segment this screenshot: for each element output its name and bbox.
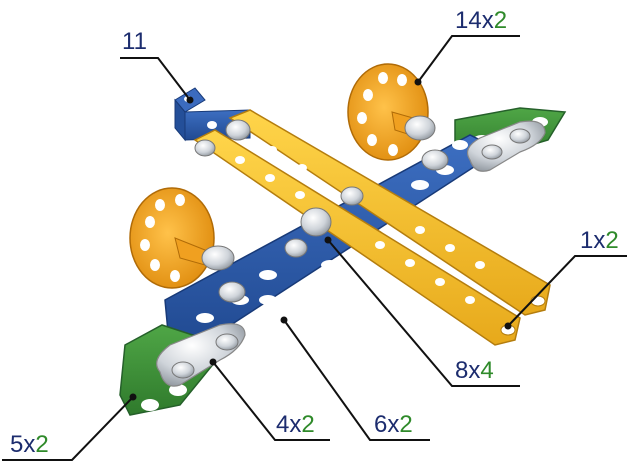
leader-line-8 (327, 239, 520, 387)
leader-line-11 (120, 57, 191, 101)
part-number: 5 (10, 431, 24, 458)
part-quantity: 2 (35, 431, 49, 458)
callout-part-8: 8x4 (455, 358, 494, 384)
part-number: 8 (455, 357, 469, 384)
callout-part-1: 1x2 (580, 228, 619, 254)
times-sign: x (23, 431, 36, 458)
times-sign: x (593, 227, 606, 254)
bolt-icon (194, 115, 449, 303)
part-number: 6 (374, 411, 388, 438)
leader-line-4 (212, 361, 330, 441)
leader-line-1 (507, 255, 627, 327)
callout-part-5: 5x2 (10, 432, 49, 458)
leader-line-14 (417, 35, 520, 83)
part-quantity: 2 (493, 7, 508, 34)
part-number: 4 (276, 411, 290, 438)
part-quantity: 2 (605, 227, 619, 254)
part-number: 11 (122, 28, 147, 55)
callout-part-14: 14x2 (455, 8, 507, 34)
metal-bracket-left (156, 323, 246, 387)
leader-line-6 (283, 319, 430, 441)
wheel-icon (347, 63, 429, 161)
times-sign: x (468, 357, 481, 384)
part-number: 1 (580, 227, 594, 254)
callout-part-11: 11 (122, 29, 147, 55)
leader-line-5 (2, 396, 134, 461)
callout-part-6: 6x2 (374, 412, 413, 438)
part-quantity: 2 (399, 411, 413, 438)
times-sign: x (387, 411, 400, 438)
yellow-strip-front (193, 129, 521, 346)
times-sign: x (481, 7, 494, 34)
leader-lines (2, 35, 627, 461)
part-number: 14 (455, 7, 482, 34)
part-quantity: 2 (301, 411, 315, 438)
callout-part-4: 4x2 (276, 412, 315, 438)
part-quantity: 4 (480, 357, 494, 384)
wheel-icon (129, 187, 215, 289)
times-sign: x (289, 411, 302, 438)
metal-bracket-right (467, 120, 546, 172)
